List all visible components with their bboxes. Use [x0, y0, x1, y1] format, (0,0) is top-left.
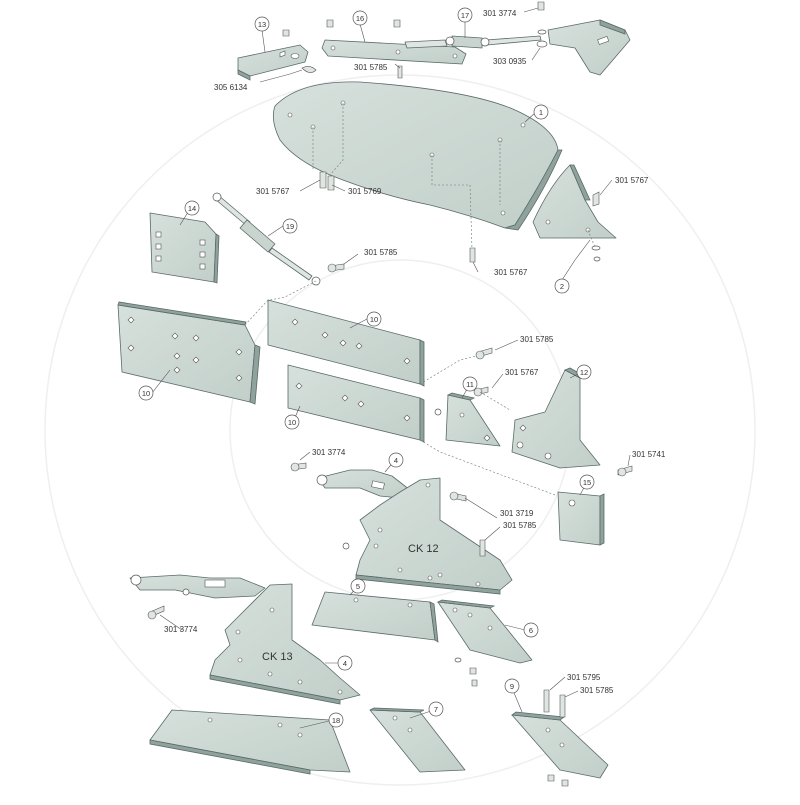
svg-text:5: 5 — [356, 582, 360, 591]
svg-text:19: 19 — [286, 222, 294, 231]
bolt-near-19 — [269, 263, 345, 301]
callout-6: 6 — [523, 622, 539, 638]
part-7-share[interactable] — [369, 707, 466, 773]
model-ck12-label: CK 12 — [408, 543, 439, 555]
part-11-bracket[interactable] — [445, 392, 501, 447]
svg-text:305 6134: 305 6134 — [214, 83, 248, 92]
svg-text:4: 4 — [343, 659, 347, 668]
svg-text:17: 17 — [461, 11, 469, 20]
callout-10-upper: 10 — [366, 311, 382, 327]
callout-12: 12 — [576, 364, 592, 380]
svg-text:1: 1 — [539, 108, 543, 117]
callout-19: 19 — [282, 218, 298, 234]
svg-text:7: 7 — [434, 705, 438, 714]
svg-text:301 3774: 301 3774 — [164, 625, 198, 634]
callout-7: 7 — [428, 701, 444, 717]
part-5-share[interactable] — [311, 591, 439, 643]
part-2-share-tip[interactable] — [532, 164, 617, 251]
svg-text:10: 10 — [370, 315, 378, 324]
part-19-adjuster[interactable] — [212, 192, 321, 286]
part-16-bar[interactable] — [321, 19, 467, 79]
callout-14: 14 — [184, 200, 200, 216]
part-10-lower-plate[interactable] — [287, 364, 425, 443]
callout-1: 1 — [533, 104, 549, 120]
svg-text:301 3774: 301 3774 — [483, 9, 517, 18]
callout-4-lower: 4 — [337, 655, 353, 671]
svg-text:10: 10 — [288, 418, 296, 427]
svg-text:301 5767: 301 5767 — [494, 268, 528, 277]
svg-text:301 5767: 301 5767 — [615, 176, 649, 185]
svg-text:6: 6 — [529, 626, 533, 635]
svg-text:301 3774: 301 3774 — [312, 448, 346, 457]
callout-16: 16 — [352, 10, 368, 26]
svg-text:15: 15 — [583, 478, 591, 487]
svg-text:301 5785: 301 5785 — [520, 335, 554, 344]
part-number-labels: 301 3774 303 0935 305 6134 301 5785 301 … — [164, 9, 666, 695]
callout-5: 5 — [350, 578, 366, 594]
callout-17: 17 — [457, 7, 473, 23]
svg-text:11: 11 — [466, 380, 474, 389]
model-ck13-label: CK 13 — [262, 651, 293, 663]
svg-text:12: 12 — [580, 368, 588, 377]
svg-text:301 5741: 301 5741 — [632, 450, 666, 459]
frog-ck12[interactable]: CK 12 — [342, 477, 513, 595]
callout-11: 11 — [462, 376, 478, 392]
part-4-lower-arm[interactable] — [129, 574, 266, 620]
callout-9: 9 — [504, 678, 520, 694]
svg-text:301 5769: 301 5769 — [348, 187, 382, 196]
svg-text:4: 4 — [394, 456, 398, 465]
top-right-bracket[interactable] — [536, 1, 631, 76]
part-9-share[interactable] — [510, 689, 609, 787]
frog-ck13[interactable]: CK 13 — [209, 583, 361, 705]
callout-15: 15 — [579, 474, 595, 490]
svg-text:13: 13 — [258, 20, 266, 29]
callout-4-upper: 4 — [388, 452, 404, 468]
svg-text:301 5767: 301 5767 — [256, 187, 290, 196]
part-13-bracket[interactable] — [237, 29, 317, 81]
svg-text:301 5767: 301 5767 — [505, 368, 539, 377]
svg-text:16: 16 — [356, 14, 364, 23]
part-1-mouldboard[interactable] — [272, 81, 563, 251]
svg-text:14: 14 — [188, 204, 196, 213]
svg-text:301 5785: 301 5785 — [580, 686, 614, 695]
part-12-bracket[interactable] — [479, 367, 601, 469]
part-17-turnbuckle[interactable] — [404, 35, 542, 49]
part-10-left-plate[interactable] — [117, 301, 261, 405]
svg-text:9: 9 — [510, 682, 514, 691]
part-4-upper-arm[interactable] — [290, 462, 411, 499]
plate-bolts — [434, 347, 493, 416]
callout-10-left: 10 — [138, 385, 154, 401]
svg-text:18: 18 — [332, 716, 340, 725]
callout-10-lower: 10 — [284, 414, 300, 430]
svg-text:301 5795: 301 5795 — [567, 673, 601, 682]
part-14-plate[interactable] — [149, 212, 220, 284]
svg-text:301 3719: 301 3719 — [500, 509, 534, 518]
svg-text:301 5785: 301 5785 — [354, 63, 388, 72]
callout-13: 13 — [254, 16, 270, 32]
svg-text:301 5785: 301 5785 — [503, 521, 537, 530]
callout-18: 18 — [328, 712, 344, 728]
part-15-plate[interactable] — [419, 439, 633, 546]
svg-text:2: 2 — [560, 282, 564, 291]
part-10-upper-plate[interactable] — [267, 299, 425, 387]
svg-text:303 0935: 303 0935 — [493, 57, 527, 66]
svg-text:301 5785: 301 5785 — [364, 248, 398, 257]
mouldboard-bolts — [319, 171, 601, 263]
callout-2: 2 — [554, 278, 570, 294]
svg-text:10: 10 — [142, 389, 150, 398]
part-6-share[interactable] — [436, 599, 533, 687]
part-18-share[interactable] — [149, 709, 351, 775]
